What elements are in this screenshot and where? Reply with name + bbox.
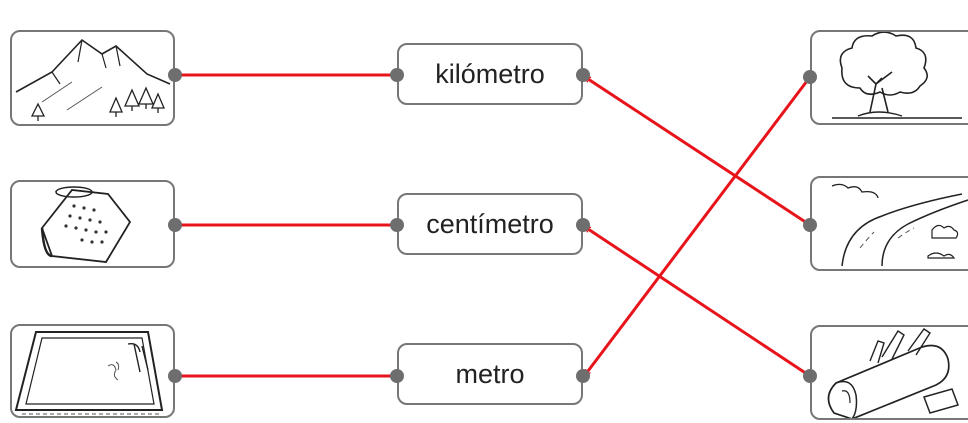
word-label: kilómetro <box>435 58 545 89</box>
left-dot-1[interactable] <box>168 68 182 82</box>
connector-pencilcase-centimetro <box>585 225 811 378</box>
connector-tree-metro <box>585 76 812 375</box>
left-dot-3[interactable] <box>168 369 182 383</box>
left-dot-2[interactable] <box>168 218 182 232</box>
word-dot-right-1[interactable] <box>576 68 590 82</box>
thimble-icon <box>40 186 132 263</box>
left-card-thimble[interactable] <box>10 180 175 268</box>
left-card-mountain[interactable] <box>10 30 175 126</box>
word-box-centimetro[interactable]: centímetro <box>397 193 583 255</box>
word-dot-left-3[interactable] <box>390 369 404 383</box>
tree-icon <box>832 31 962 119</box>
pencil-case-icon <box>827 328 959 420</box>
mountain-landscape-icon <box>15 38 171 121</box>
connector-river-kilometro <box>585 75 811 227</box>
word-label: metro <box>455 358 525 389</box>
right-card-river[interactable] <box>810 176 968 271</box>
right-dot-1[interactable] <box>803 70 817 84</box>
word-dot-left-1[interactable] <box>390 68 404 82</box>
word-dot-right-3[interactable] <box>576 369 590 383</box>
right-card-tree[interactable] <box>810 30 968 125</box>
river-road-landscape-icon <box>831 183 968 267</box>
word-box-kilometro[interactable]: kilómetro <box>397 43 583 105</box>
swimming-pool-icon <box>14 331 164 415</box>
word-dot-right-2[interactable] <box>576 218 590 232</box>
right-dot-3[interactable] <box>803 369 817 383</box>
word-label: centímetro <box>426 208 554 239</box>
word-dot-left-2[interactable] <box>390 218 404 232</box>
right-dot-2[interactable] <box>803 218 817 232</box>
